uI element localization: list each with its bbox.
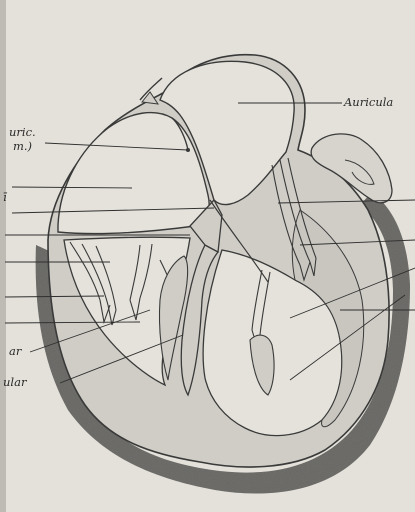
label-auricula: Auricula: [344, 96, 393, 108]
label-left-fragment: ī: [3, 191, 7, 203]
page-edge-shadow: [0, 0, 6, 512]
label-ar-fragment: ar: [9, 345, 21, 357]
label-auric-line2: m.): [13, 140, 32, 152]
label-ular-fragment: ular: [3, 376, 26, 388]
label-auric-line1: uric.: [9, 126, 36, 138]
